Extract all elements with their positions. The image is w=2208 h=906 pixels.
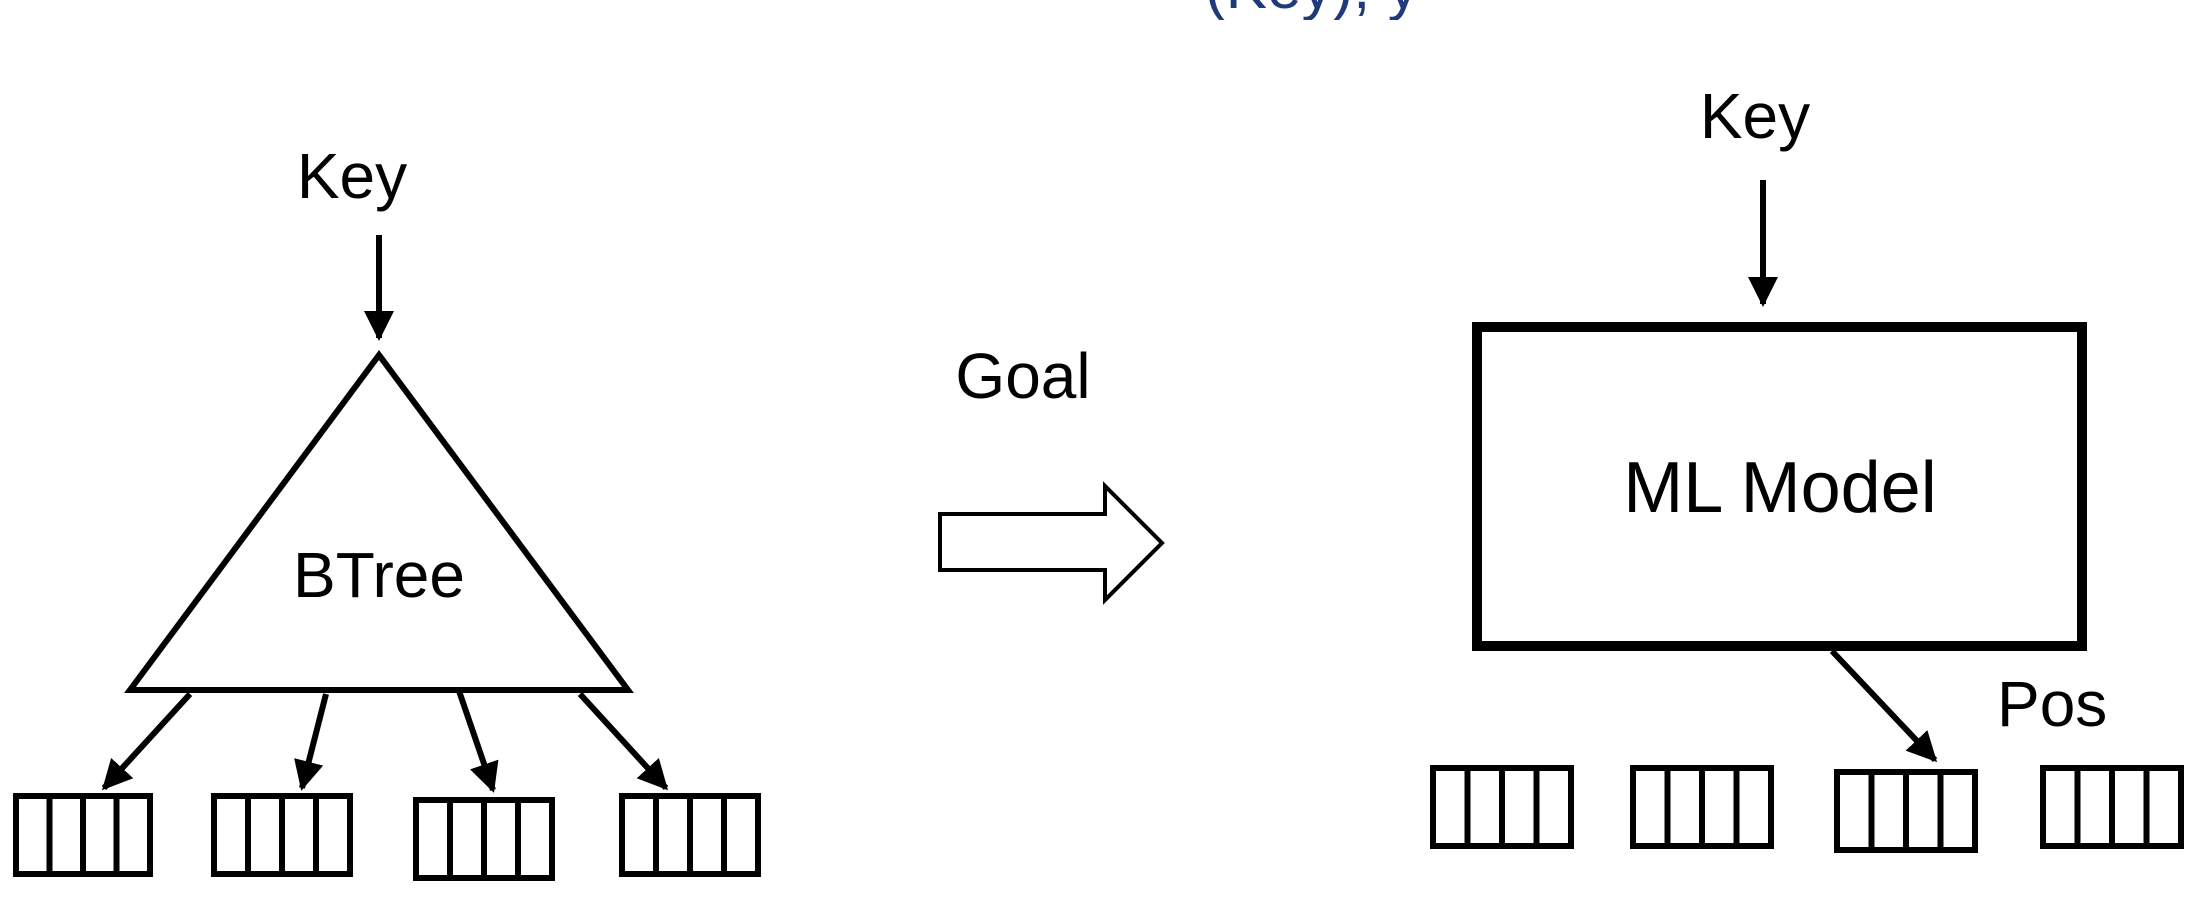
btree-pointer-arrow (294, 693, 329, 791)
ml-position-arrow (1829, 648, 1938, 763)
data-page (1430, 765, 1574, 849)
btree-label: BTree (293, 539, 465, 611)
data-page (13, 793, 153, 877)
data-page (1834, 769, 1978, 853)
btree-pointer-arrow (101, 691, 193, 791)
ml-data-pages (1430, 765, 2184, 853)
ml-key-label: Key (1700, 80, 1810, 152)
btree-pointer-arrow (455, 687, 499, 793)
data-page (2040, 765, 2184, 849)
btree-triangle (124, 349, 634, 693)
goal-label: Goal (955, 340, 1090, 412)
ml-model-box (1472, 322, 2087, 651)
pos-label: Pos (1997, 668, 2107, 740)
ml-model-label: ML Model (1623, 448, 1936, 528)
btree-pointer-arrows (101, 687, 669, 793)
data-page (413, 797, 555, 881)
data-page (211, 793, 353, 877)
data-page (1630, 765, 1774, 849)
data-page (619, 793, 761, 877)
btree-pointer-arrow (577, 691, 669, 791)
btree-data-pages (13, 793, 761, 881)
title-fragment: (Key); y (1205, 0, 1419, 22)
btree-key-label: Key (297, 140, 407, 212)
goal-arrow-icon (938, 481, 1165, 605)
